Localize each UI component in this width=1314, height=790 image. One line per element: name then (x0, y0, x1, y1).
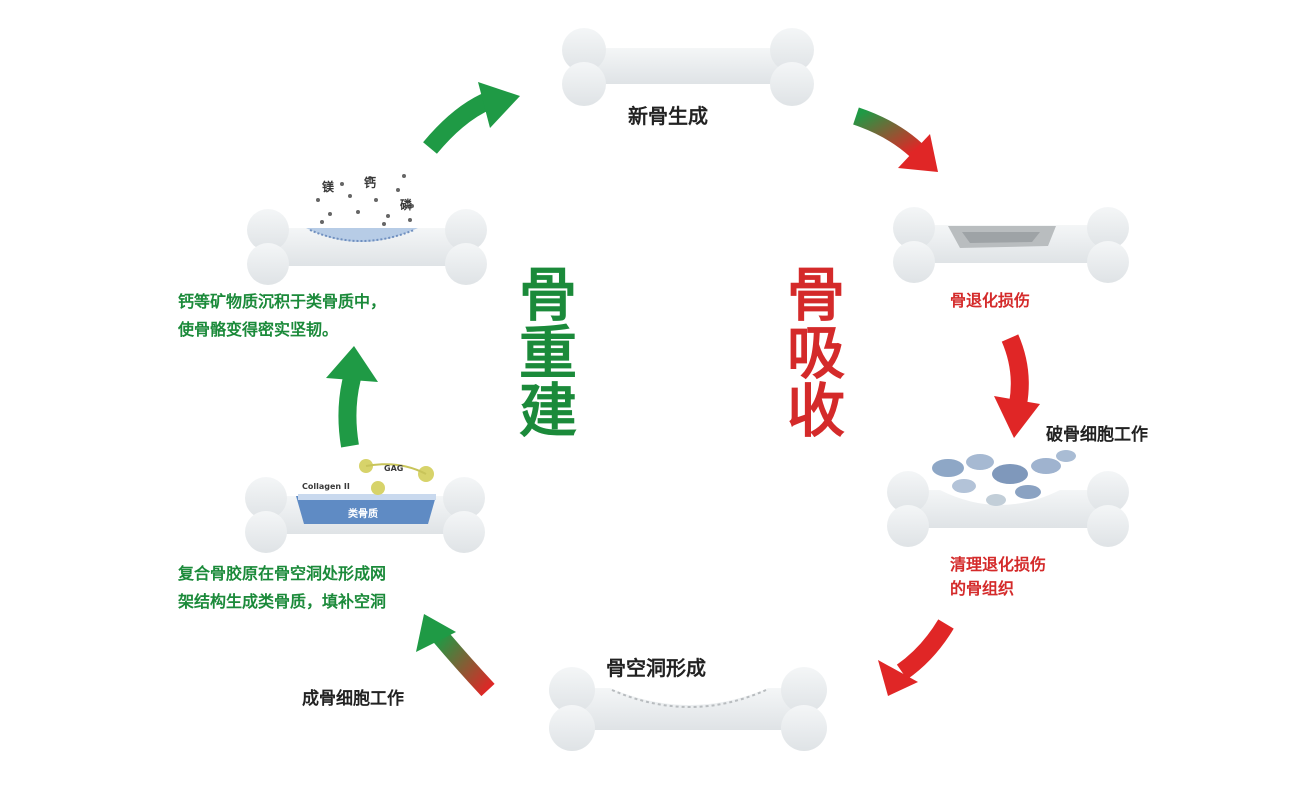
mineral-ca-label: 钙 (364, 176, 377, 190)
arrow-to-new-bone (423, 82, 520, 154)
clearing-label-line1: 清理退化损伤 (950, 555, 1047, 574)
collagen-label-line2: 架结构生成类骨质，填补空洞 (178, 592, 387, 611)
osteoclast-cells (932, 450, 1076, 506)
bone-osteoclast (887, 450, 1129, 547)
resorption-title: 骨吸收 (777, 264, 845, 438)
collagen-fibers (359, 459, 434, 495)
collagen-ii-label: Collagen II (302, 482, 350, 491)
arrow-to-osteoclast (994, 334, 1040, 438)
mineral-dots (316, 174, 414, 226)
new-bone-label: 新骨生成 (628, 104, 708, 128)
collagen-label-line1: 复合骨胶原在骨空洞处形成网 (178, 564, 387, 583)
mineral-mg-label: 镁 (322, 180, 335, 194)
bone-degraded (893, 207, 1129, 283)
arrow-to-mineralization (326, 346, 378, 448)
arrow-from-cavity (416, 614, 495, 697)
mineral-p-label: 磷 (400, 198, 413, 212)
clearing-label-line2: 的骨组织 (950, 579, 1015, 598)
bone-cavity (549, 667, 827, 751)
bone-mineralized (247, 174, 487, 285)
osteoblast-label: 成骨细胞工作 (302, 689, 404, 709)
osteoclast-label: 破骨细胞工作 (1046, 425, 1148, 445)
osteoid-label: 类骨质 (348, 509, 378, 520)
mineral-label-line2: 使骨骼变得密实坚韧。 (178, 320, 339, 339)
mineral-label-line1: 钙等矿物质沉积于类骨质中， (178, 292, 387, 311)
bone-new (562, 28, 814, 106)
gag-label: GAG (384, 464, 404, 473)
bone-degradation-label: 骨退化损伤 (950, 291, 1031, 310)
arrow-to-cavity (878, 619, 954, 696)
bone-osteoid (245, 459, 485, 553)
arrow-to-degradation (853, 107, 938, 172)
cavity-label: 骨空洞形成 (606, 656, 706, 680)
remodeling-title: 骨重建 (509, 264, 577, 438)
